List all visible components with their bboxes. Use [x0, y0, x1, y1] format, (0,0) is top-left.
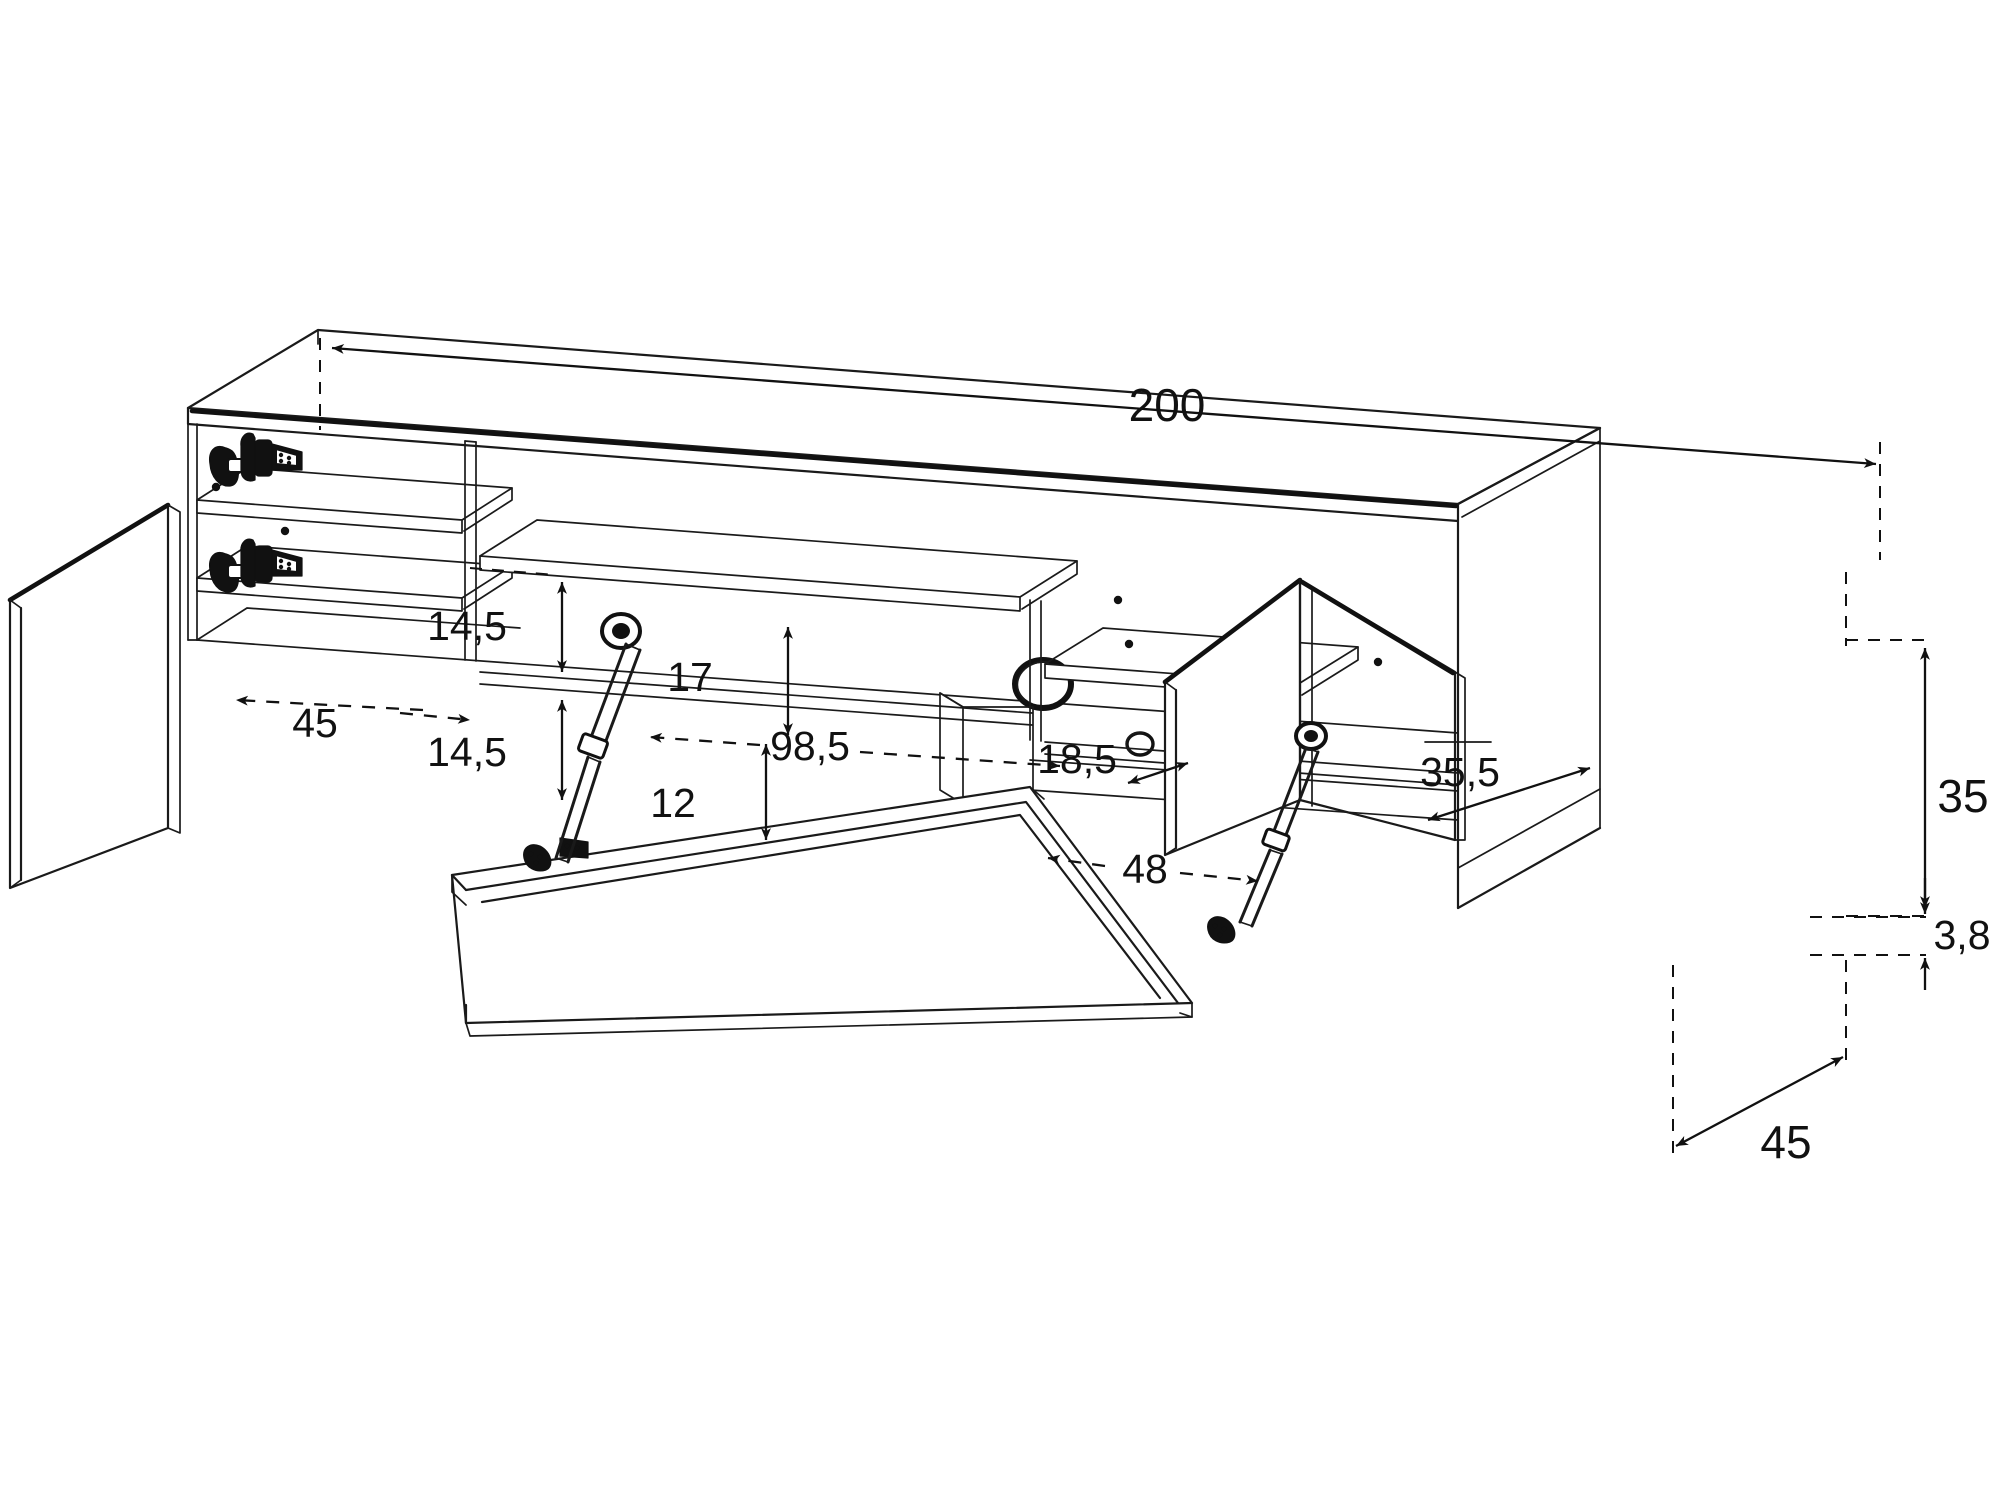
- left-door-panel[interactable]: [7, 502, 181, 890]
- left-inner-wall: [187, 423, 198, 641]
- right-hinge-plate: [1125, 731, 1155, 757]
- left-lower-hinge: [209, 538, 303, 593]
- dimension-label-left-depth: 45: [292, 700, 338, 746]
- flap-stay-left: [554, 612, 642, 864]
- center-compartment: [479, 519, 1078, 805]
- dimension-label-lower-center-width: 48: [1122, 846, 1168, 892]
- dimension-left-upper-height: 14,5: [427, 567, 567, 672]
- carcass-top: [186, 328, 1602, 523]
- dimension-label-overall-depth: 45: [1760, 1116, 1811, 1168]
- dimension-plinth-height: 3,8: [1810, 878, 1991, 990]
- dimension-center-divider-offset: 18,5: [1037, 736, 1189, 785]
- dimension-label-right-depth: 35,5: [1420, 749, 1500, 795]
- dimension-flap-height: 12: [650, 744, 771, 840]
- dimension-overall-width: 200: [319, 338, 1881, 560]
- center-shelf: [479, 519, 1078, 612]
- shelf-pin-dot: [1124, 639, 1134, 649]
- dimension-center-height: 17: [667, 627, 793, 735]
- dimension-left-depth: 45: [235, 695, 471, 746]
- left-compartment: [196, 440, 521, 662]
- dimension-right-depth: 35,5: [1420, 741, 1591, 822]
- shelf-pin-dot: [1113, 595, 1123, 605]
- dimension-center-opening: 98,5: [649, 723, 1061, 771]
- right-door-panel[interactable]: [1162, 577, 1466, 857]
- flap-hinge-right: [1207, 916, 1236, 944]
- dimension-label-center-height: 17: [667, 654, 713, 700]
- dimension-left-lower-height: 14,5: [427, 700, 567, 800]
- dimension-overall-depth: 45: [1672, 960, 1847, 1168]
- dimension-lower-center-width: 48: [1047, 846, 1259, 892]
- dimension-label-overall-height: 35: [1937, 770, 1988, 822]
- dimension-label-overall-width: 200: [1129, 379, 1206, 431]
- flap-door[interactable]: [450, 785, 1194, 1037]
- dimension-label-center-opening: 98,5: [770, 723, 850, 769]
- shelf-pin-dot: [280, 526, 290, 536]
- shelf-pin-dot: [1373, 657, 1383, 667]
- dimension-label-center-divider-offset: 18,5: [1037, 736, 1117, 782]
- carcass-right-end: [1456, 426, 1602, 910]
- dimension-overall-height: 35: [1845, 572, 1989, 917]
- flap-stay-right: [1238, 721, 1328, 928]
- dimension-label-left-upper-height: 14,5: [427, 603, 507, 649]
- left-upper-hinge: [209, 432, 303, 487]
- shelf-pin-dot: [211, 482, 221, 492]
- dimension-label-plinth-height: 3,8: [1934, 912, 1991, 958]
- dimension-label-flap-height: 12: [650, 780, 696, 826]
- dimension-label-left-lower-height: 14,5: [427, 729, 507, 775]
